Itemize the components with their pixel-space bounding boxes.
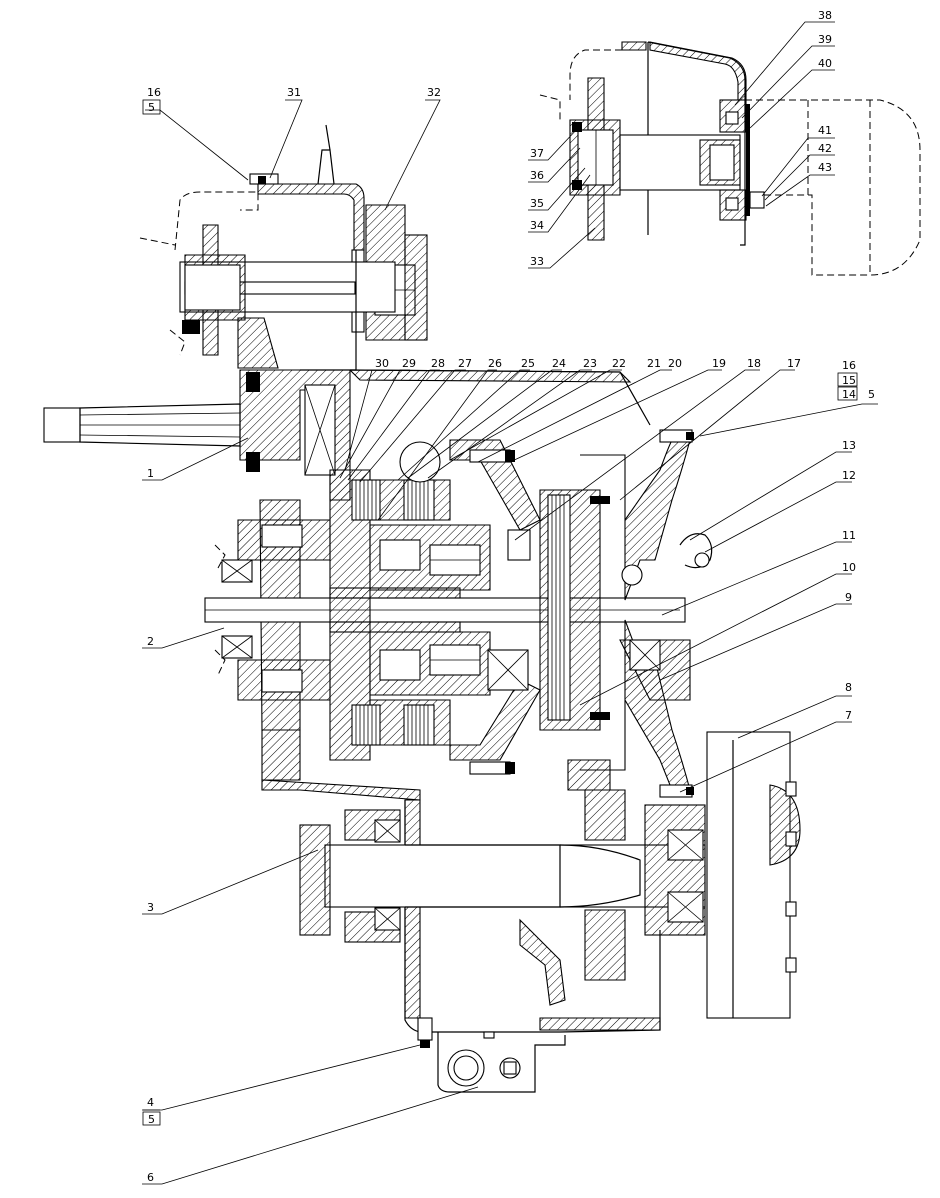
main-transmission-body [43, 369, 801, 1093]
callout-40: 40 [818, 57, 832, 70]
callout-6: 6 [147, 1171, 154, 1184]
callout-27: 27 [458, 357, 472, 370]
callout-29: 29 [402, 357, 416, 370]
callout-41: 41 [818, 124, 832, 137]
callout-32: 32 [427, 86, 441, 99]
callout-leaders [142, 369, 878, 1185]
callout-5-top: 5 [148, 101, 155, 114]
callout-26: 26 [488, 357, 502, 370]
callout-35: 35 [530, 197, 544, 210]
callout-24: 24 [552, 357, 566, 370]
callout-16-right: 16 [842, 359, 856, 372]
callout-13: 13 [842, 439, 856, 452]
callout-14-right: 14 [842, 388, 856, 401]
callout-31: 31 [287, 86, 301, 99]
callout-30: 30 [375, 357, 389, 370]
clutch-plates-upper [351, 479, 435, 521]
callout-42: 42 [818, 142, 832, 155]
callout-5-right: 5 [868, 388, 875, 401]
callout-8: 8 [845, 681, 852, 694]
callout-labels: 1 2 3 4 5 6 7 8 9 10 11 12 13 16 15 14 5… [142, 9, 875, 1184]
callout-19: 19 [712, 357, 726, 370]
callout-23: 23 [583, 357, 597, 370]
callout-18: 18 [747, 357, 761, 370]
callout-17: 17 [787, 357, 801, 370]
callout-43: 43 [818, 161, 832, 174]
callout-1: 1 [147, 467, 154, 480]
callout-22: 22 [612, 357, 626, 370]
callout-10: 10 [842, 561, 856, 574]
callout-36: 36 [530, 169, 544, 182]
callout-25: 25 [521, 357, 535, 370]
callout-11: 11 [842, 529, 856, 542]
callout-34: 34 [530, 219, 544, 232]
callout-9: 9 [845, 591, 852, 604]
callout-37: 37 [530, 147, 544, 160]
callout-15-right: 15 [842, 374, 856, 387]
callout-39: 39 [818, 33, 832, 46]
callout-3: 3 [147, 901, 154, 914]
callout-33: 33 [530, 255, 544, 268]
callout-2: 2 [147, 635, 154, 648]
callout-7: 7 [845, 709, 852, 722]
detail-view-top-right [528, 21, 921, 276]
callout-21: 21 [647, 357, 661, 370]
callout-28: 28 [431, 357, 445, 370]
callout-4-qty: 5 [148, 1113, 155, 1126]
callout-12: 12 [842, 469, 856, 482]
callout-16-top: 16 [147, 86, 161, 99]
callout-20: 20 [668, 357, 682, 370]
callout-38: 38 [818, 9, 832, 22]
callout-4: 4 [147, 1096, 154, 1109]
clutch-plates-lower [351, 704, 435, 746]
upper-pto-section [139, 99, 441, 371]
